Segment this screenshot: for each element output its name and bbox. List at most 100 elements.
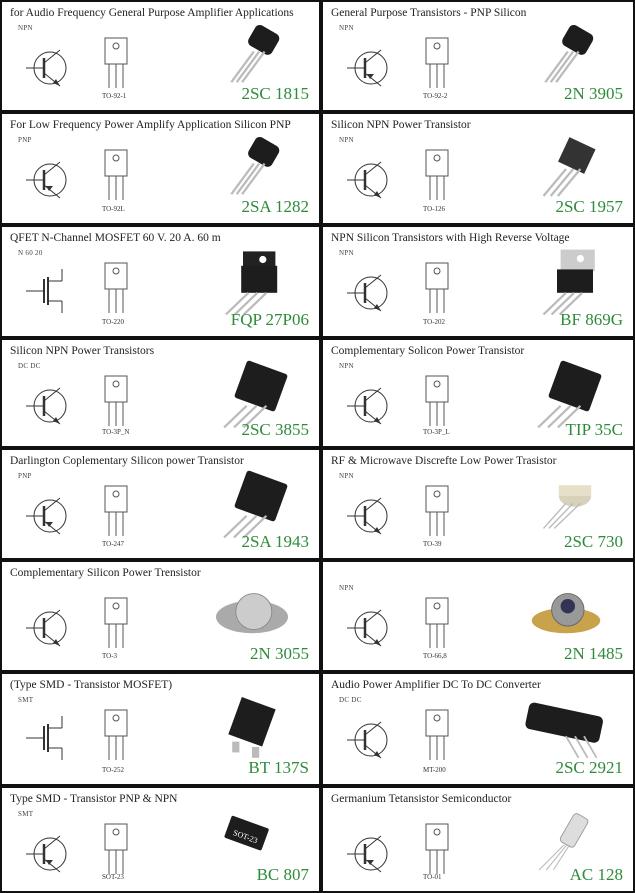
transistor-card: General Purpose Transistors - PNP Silico… xyxy=(321,0,635,112)
card-title: (Type SMD - Transistor MOSFET) xyxy=(10,679,173,691)
transistor-card: Type SMD - Transistor PNP & NPN SMT SOT-… xyxy=(0,786,321,893)
part-number: 2SC 1815 xyxy=(241,84,309,103)
package-label: MT-200 xyxy=(423,766,446,774)
card-subtitle: N 60 20 xyxy=(18,249,43,257)
package-label: TO-01 xyxy=(423,873,442,881)
card-title: Type SMD - Transistor PNP & NPN xyxy=(10,793,178,805)
part-number: 2SA 1943 xyxy=(241,532,309,551)
transistor-photo-icon xyxy=(216,593,288,634)
transistor-symbol-icon xyxy=(347,835,388,873)
package-label: TO-66,8 xyxy=(423,652,447,660)
package-outline-icon xyxy=(104,37,128,88)
package-label: TO-202 xyxy=(423,318,446,326)
package-outline-icon xyxy=(425,375,449,426)
part-number: 2SC 1957 xyxy=(555,197,623,216)
part-number: 2SC 2921 xyxy=(555,758,623,777)
transistor-card: Silicon NPN Power Transistors DC DC TO-3… xyxy=(0,338,321,448)
package-outline-icon xyxy=(104,485,128,536)
part-number: BC 807 xyxy=(256,865,309,884)
transistor-photo-icon xyxy=(538,813,589,871)
package-label: TO-3 xyxy=(102,652,118,660)
transistor-card: Audio Power Amplifier DC To DC Converter… xyxy=(321,672,635,786)
transistor-symbol-icon xyxy=(26,387,67,425)
card-subtitle: NPN xyxy=(339,362,354,370)
package-label: TO-252 xyxy=(102,766,125,774)
transistor-symbol-icon xyxy=(26,269,63,313)
transistor-symbol-icon xyxy=(26,716,63,760)
package-label: TO-3P_L xyxy=(423,428,450,436)
card-subtitle: NPN xyxy=(339,136,354,144)
transistor-photo-icon: SOT-23 xyxy=(224,815,269,851)
package-outline-icon xyxy=(425,149,449,200)
transistor-card: Silicon NPN Power Transistor NPN TO-126 … xyxy=(321,112,635,225)
transistor-photo-icon xyxy=(542,249,595,316)
package-label: SOT-23 xyxy=(102,873,124,881)
package-label: TO-3P_N xyxy=(102,428,130,436)
transistor-symbol-icon xyxy=(26,835,67,873)
card-title: General Purpose Transistors - PNP Silico… xyxy=(331,7,527,19)
transistor-photo-icon xyxy=(531,593,601,634)
card-title: Germanium Tetansistor Semiconductor xyxy=(331,793,512,805)
card-subtitle: NPN xyxy=(339,249,354,257)
package-label: TO-247 xyxy=(102,540,125,548)
transistor-card: For Low Frequency Power Amplify Applicat… xyxy=(0,112,321,225)
package-label: TO-92L xyxy=(102,205,125,213)
package-outline-icon xyxy=(425,485,449,536)
package-label: TO-126 xyxy=(423,205,446,213)
transistor-card: for Audio Frequency General Purpose Ampl… xyxy=(0,0,321,112)
transistor-photo-icon xyxy=(230,24,280,83)
card-title: NPN Silicon Transistors with High Revers… xyxy=(331,232,570,244)
package-outline-icon xyxy=(104,149,128,200)
card-subtitle: PNP xyxy=(18,136,32,144)
transistor-photo-icon xyxy=(230,136,280,195)
transistor-symbol-icon xyxy=(347,274,388,312)
transistor-photo-icon xyxy=(228,697,276,758)
transistor-card: Complementary Solicon Power Transistor N… xyxy=(321,338,635,448)
card-title: for Audio Frequency General Purpose Ampl… xyxy=(10,7,294,19)
package-outline-icon xyxy=(104,375,128,426)
package-outline-icon xyxy=(104,597,128,648)
transistor-symbol-icon xyxy=(347,387,388,425)
part-number: 2SC 3855 xyxy=(241,420,309,439)
transistor-photo-icon xyxy=(223,470,288,539)
card-subtitle: SMT xyxy=(18,810,34,818)
part-number: TIP 35C xyxy=(565,420,623,439)
transistor-symbol-icon xyxy=(347,49,388,87)
card-title: Audio Power Amplifier DC To DC Converter xyxy=(331,679,541,691)
package-outline-icon xyxy=(104,262,128,313)
card-subtitle: PNP xyxy=(18,472,32,480)
part-number: BF 869G xyxy=(560,310,623,329)
package-outline-icon xyxy=(425,709,449,760)
part-number: BT 137S xyxy=(248,758,309,777)
card-subtitle: NPN xyxy=(18,24,33,32)
card-subtitle: DC DC xyxy=(18,362,41,370)
transistor-photo-icon xyxy=(542,137,596,197)
package-label: TO-92-1 xyxy=(102,92,127,100)
transistor-symbol-icon xyxy=(26,161,67,199)
package-outline-icon xyxy=(425,37,449,88)
transistor-photo-icon xyxy=(542,485,592,529)
part-number: 2SC 730 xyxy=(563,532,623,551)
part-number: 2N 3905 xyxy=(563,84,623,103)
transistor-photo-icon xyxy=(525,702,603,759)
transistor-symbol-icon xyxy=(347,161,388,199)
card-title: RF & Microwave Discrefte Low Power Trasi… xyxy=(331,455,557,467)
transistor-card: Germanium Tetansistor Semiconductor TO-0… xyxy=(321,786,635,893)
package-outline-icon xyxy=(425,823,449,874)
transistor-symbol-icon xyxy=(26,497,67,535)
transistor-photo-icon xyxy=(544,24,594,83)
card-title: QFET N-Channel MOSFET 60 V. 20 A. 60 m xyxy=(10,232,221,244)
transistor-photo-icon xyxy=(223,360,288,429)
part-number: 2N 1485 xyxy=(563,644,623,663)
transistor-card: RF & Microwave Discrefte Low Power Trasi… xyxy=(321,448,635,560)
package-outline-icon xyxy=(425,262,449,313)
package-outline-icon xyxy=(104,823,128,874)
part-number: AC 128 xyxy=(569,865,623,884)
card-subtitle: NPN xyxy=(339,24,354,32)
transistor-card: Darlington Coplementary Silicon power Tr… xyxy=(0,448,321,560)
card-subtitle: DC DC xyxy=(339,696,362,704)
card-title: Silicon NPN Power Transistor xyxy=(331,119,471,131)
part-number: 2SA 1282 xyxy=(241,197,309,216)
card-title: Darlington Coplementary Silicon power Tr… xyxy=(10,455,244,467)
